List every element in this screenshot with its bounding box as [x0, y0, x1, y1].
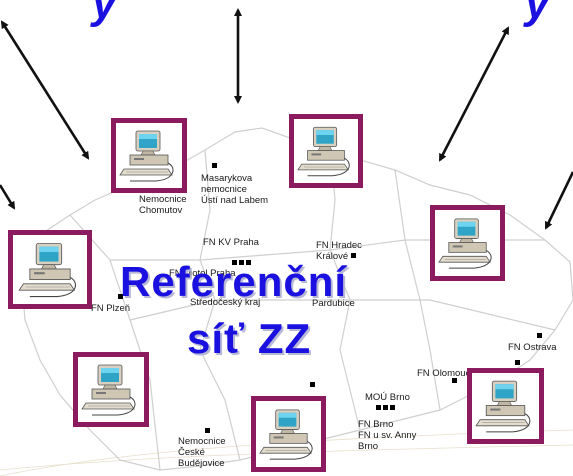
terminal-budejovice	[73, 352, 149, 427]
site-label-mou: MOÚ Brno	[365, 392, 410, 403]
title-line-2: síť ZZ	[187, 315, 312, 362]
site-label-fn-brno: FN Brno	[358, 419, 394, 430]
terminal-jihlava	[251, 396, 326, 472]
site-marker-icon	[212, 163, 217, 168]
heading-fragment-left: y	[90, 0, 119, 28]
site-label-fn-kv: FN KV Praha	[203, 237, 259, 248]
arrow-icon	[0, 184, 16, 210]
computer-terminal-icon	[475, 380, 531, 433]
site-label-ostrava: FN Ostrava	[508, 342, 557, 353]
site-marker-icon	[310, 382, 315, 387]
site-label-stredocesky: Středočeský kraj	[190, 297, 261, 308]
arrow-icon	[544, 171, 573, 230]
site-marker-icon	[205, 428, 210, 433]
site-label-cb: Nemocnice České Budějovice	[178, 436, 226, 469]
terminal-plzen	[8, 230, 92, 309]
site-marker-icon	[537, 333, 542, 338]
terminal-zlin	[467, 368, 544, 444]
site-marker-icon	[232, 260, 251, 265]
computer-terminal-icon	[18, 242, 77, 298]
terminal-chomutov	[111, 118, 187, 193]
site-marker-icon	[118, 294, 123, 299]
arrows	[0, 8, 573, 230]
terminal-hradec	[430, 205, 505, 281]
site-marker-icon	[351, 253, 356, 258]
site-marker-icon	[515, 360, 520, 365]
site-label-pardubice: Pardubice	[312, 298, 355, 309]
title-line-1: Referenční	[120, 258, 348, 305]
site-marker-icon	[452, 378, 457, 383]
site-label-plzen: FN Plzeň	[91, 303, 131, 314]
site-label-fn-hk: FN Hradec Králové	[316, 240, 362, 262]
site-label-chomutov: Nemocnice Chomutov	[139, 194, 187, 216]
site-label-fn-anna: FN u sv. Anny Brno	[358, 430, 417, 452]
arrow-icon	[438, 26, 510, 162]
site-label-masaryk: Masarykova nemocnice Ústí nad Labem	[201, 173, 269, 206]
arrow-icon	[0, 20, 90, 160]
site-label-olomouc: FN Olomouc	[417, 368, 471, 379]
site-label-fn-motol: FN Motol Praha	[169, 268, 236, 279]
heading-fragment-right: y	[523, 0, 552, 28]
computer-terminal-icon	[81, 364, 136, 416]
computer-terminal-icon	[119, 130, 174, 182]
site-marker-icon	[376, 405, 395, 410]
computer-terminal-icon	[438, 218, 492, 269]
computer-terminal-icon	[259, 409, 313, 460]
computer-terminal-icon	[297, 126, 350, 177]
terminal-liberec	[289, 114, 363, 188]
